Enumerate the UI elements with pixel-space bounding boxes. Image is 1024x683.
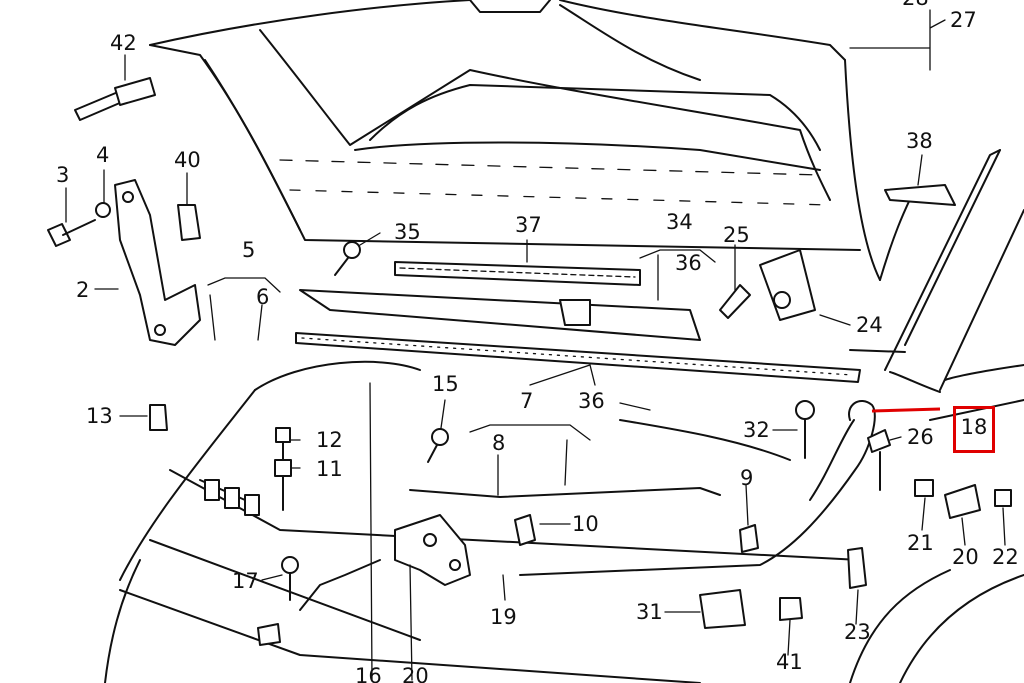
bolt-12-nut-11 [274,427,292,511]
label-20: 20 [952,545,979,569]
seal-strip [295,332,861,383]
part-41 [779,597,803,621]
label-10: 10 [572,512,599,536]
label-5: 5 [242,238,256,262]
leader-lines [65,9,1006,681]
hood-panel [149,0,881,281]
label-2: 2 [76,278,90,302]
hood-lock [394,514,471,586]
bolt-32 [795,400,815,459]
plug-10 [514,514,536,546]
highlight-box-18: 18 [953,406,995,453]
release-cable [299,400,876,611]
part-31 [699,589,746,629]
label-42: 42 [110,31,137,55]
label-23: 23 [844,620,871,644]
label-20-lower: 20 [402,664,429,683]
label-32: 32 [743,418,770,442]
label-41: 41 [776,650,803,674]
label-15: 15 [432,372,459,396]
part-23 [847,547,867,589]
label-22: 22 [992,545,1019,569]
label-12: 12 [316,428,343,452]
label-27: 27 [950,8,977,32]
clip-26 [867,429,891,491]
windscreen-frame [849,149,1024,421]
label-21: 21 [907,531,934,555]
label-35: 35 [394,220,421,244]
label-16: 16 [355,664,382,683]
label-31: 31 [636,600,663,624]
bolt-15 [427,428,449,463]
label-36-upper: 36 [675,251,702,275]
bracket-38 [884,184,956,206]
bolt-washer [47,202,111,247]
label-34: 34 [666,210,693,234]
hood-hinge [114,179,201,346]
label-8: 8 [492,431,506,455]
label-7: 7 [520,389,534,413]
front-body [104,360,1024,683]
clip-40 [177,204,201,241]
label-25: 25 [723,223,750,247]
part-17 [257,556,299,646]
label-17: 17 [232,569,259,593]
label-6: 6 [256,285,270,309]
label-26: 26 [907,425,934,449]
label-18: 18 [960,415,988,439]
label-11: 11 [316,457,343,481]
label-3: 3 [56,163,70,187]
label-9: 9 [740,466,754,490]
bracket-assembly [914,479,1012,519]
label-4: 4 [96,143,110,167]
label-36-lower: 36 [578,389,605,413]
label-40: 40 [174,148,201,172]
bolt-35 [334,241,361,276]
bracket-24 [719,249,816,321]
label-28: 28 [902,0,929,9]
highlight-leader [871,407,941,413]
label-13: 13 [86,404,113,428]
label-37: 37 [515,213,542,237]
cowl-panel [299,261,701,341]
buffer-13 [149,404,168,431]
label-19: 19 [490,605,517,629]
label-38: 38 [906,129,933,153]
pin-42 [74,77,156,121]
label-24: 24 [856,313,883,337]
clip-9 [739,524,759,553]
